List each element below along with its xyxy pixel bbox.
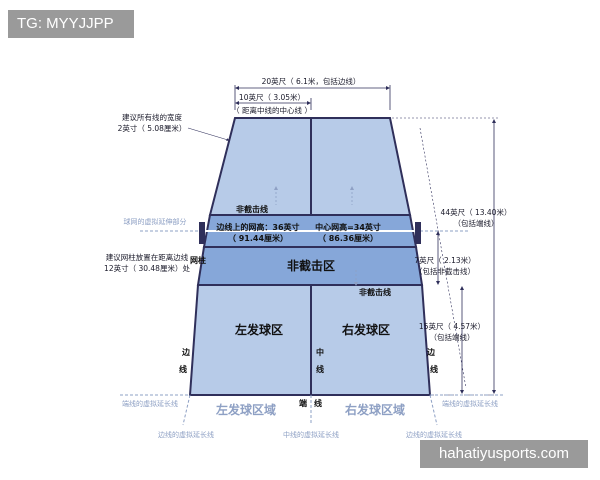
non-volley-zone-label: 非截击区 <box>287 258 335 273</box>
kitchen-label-2: （包括非截击线） <box>415 266 475 276</box>
width-half-label-1: 10英尺（ 3.05米） <box>239 92 305 102</box>
net-ghost-label: 球网的虚拟延伸部分 <box>124 217 187 226</box>
service-label-1: 15英尺（ 4.57米） <box>419 321 485 331</box>
sideline-right-1: 边 <box>426 347 436 357</box>
length-total-label-1: 44英尺（ 13.40米） <box>441 207 512 217</box>
kitchen-label-1: 7英尺（ 2.13米） <box>414 255 475 265</box>
baseline-ext-left-label: 端线的虚拟延长线 <box>122 399 178 408</box>
baseline-label-1: 端 <box>299 398 307 408</box>
post-label-2: 12英寸（ 30.48厘米）处 <box>104 263 190 273</box>
length-total-label-2: （包括端线） <box>454 218 499 228</box>
ghost-left-service-label: 左发球区域 <box>215 402 276 417</box>
line-width-label-1: 建议所有线的宽度 <box>122 112 182 122</box>
sideline-left-1: 边 <box>181 347 191 357</box>
sideline-ext-right <box>429 394 438 426</box>
nvl-bottom-label: 非截击线 <box>359 287 391 297</box>
left-service-label: 左发球区 <box>234 322 283 337</box>
net-post-right <box>415 222 421 244</box>
left-service-court <box>188 284 312 396</box>
ghost-right-service-label: 右发球区域 <box>344 402 405 417</box>
post-name-label: 网柱 <box>190 255 206 265</box>
nvl-top-label: 非截击线 <box>236 204 268 214</box>
watermark-bottom: hahatiyusports.com <box>420 440 588 468</box>
right-service-court <box>310 284 432 396</box>
width-half-label-2: （ 距离中线的中心线 ） <box>232 105 312 115</box>
net-center-label-2: （ 86.36厘米） <box>318 233 378 243</box>
right-service-label: 右发球区 <box>341 322 390 337</box>
net-side-label-1: 边线上的网高：36英寸 <box>215 222 299 232</box>
centerline-1: 中 <box>316 347 324 357</box>
centerline-2: 线 <box>316 364 324 374</box>
watermark-top: TG: MYYJJPP <box>8 10 134 38</box>
width-total-label: 20英尺（ 6.1米，包括边线） <box>262 76 361 86</box>
net-center-label-1: 中心网高=34英寸 <box>315 222 381 232</box>
sideline-right-2: 线 <box>430 364 438 374</box>
post-label-1: 建议网柱放置在距离边线 <box>106 252 189 262</box>
baseline-label-2: 线 <box>314 398 322 408</box>
sideline-ext-left-label: 边线的虚拟延长线 <box>158 430 214 439</box>
line-width-label-2: 2英寸（ 5.08厘米） <box>118 123 187 133</box>
sideline-ext-right-label: 边线的虚拟延长线 <box>406 430 462 439</box>
net-post-left <box>199 222 205 244</box>
sideline-slant-dimension <box>419 127 467 389</box>
centerline-ext-label: 中线的虚拟延长线 <box>283 430 339 439</box>
sideline-left-2: 线 <box>179 364 187 374</box>
baseline-ext-right-label: 端线的虚拟延长线 <box>442 399 498 408</box>
sideline-ext-left <box>182 394 191 426</box>
net-side-label-2: （ 91.44厘米） <box>228 233 288 243</box>
service-label-2: （包括端线） <box>430 332 475 342</box>
